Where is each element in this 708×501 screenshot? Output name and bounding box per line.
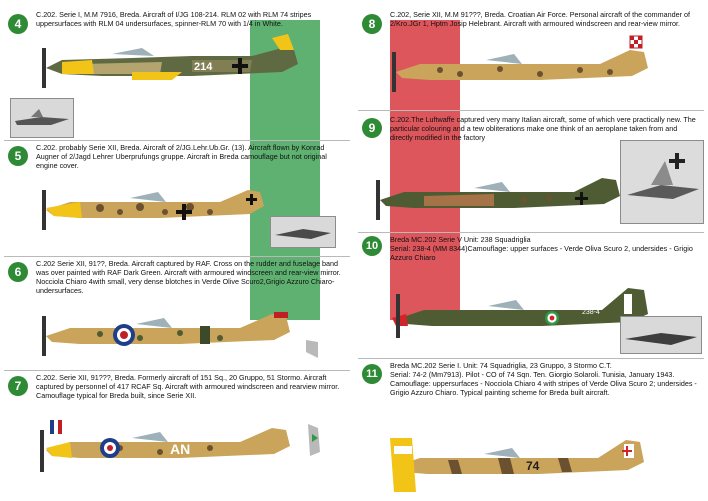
profile-section-9: 9 C.202.The Luftwaffe captured very many… [354, 110, 708, 228]
profile-section-4: 4 C.202. Serie I, M.M 7916, Breda. Aircr… [0, 0, 354, 138]
profile-description: C.202 Serie XII, 91??, Breda. Aircraft c… [36, 259, 341, 295]
section-divider [358, 232, 704, 233]
profile-description: C.202. probably Serie XII, Breda. Aircra… [36, 143, 327, 170]
tail-detail [306, 424, 322, 456]
aircraft-code: 214 [194, 61, 213, 73]
aircraft-profile-8 [390, 34, 662, 100]
left-column: 4 C.202. Serie I, M.M 7916, Breda. Aircr… [0, 0, 354, 501]
profile-section-6: 6 C.202 Serie XII, 91??, Breda. Aircraft… [0, 256, 354, 368]
profile-section-11: 11 Breda MC.202 Serie I. Unit: 74 Squadr… [354, 358, 708, 501]
profile-number-badge: 11 [362, 364, 382, 384]
profile-section-7: 7 C.202. Serie XII, 91???, Breda. Former… [0, 370, 354, 501]
aircraft-code: AN [170, 441, 190, 457]
profile-description: C.202, Serie XII, M.M 91???, Breda. Croa… [390, 10, 691, 28]
profile-number-badge: 8 [362, 14, 382, 34]
profile-description: C.202.The Luftwaffe captured very many I… [390, 115, 696, 142]
archive-photo-5 [270, 216, 336, 248]
aircraft-code: 74 [526, 459, 540, 473]
tail-detail [304, 340, 320, 358]
section-divider [358, 358, 704, 359]
profile-number-badge: 7 [8, 376, 28, 396]
right-column: 8 C.202, Serie XII, M.M 91???, Breda. Cr… [354, 0, 708, 501]
aircraft-profile-7: AN [40, 414, 302, 480]
section-divider [4, 140, 350, 141]
profile-number-badge: 4 [8, 14, 28, 34]
profile-number-badge: 6 [8, 262, 28, 282]
profile-description: C.202. Serie I, M.M 7916, Breda. Aircraf… [36, 10, 312, 28]
archive-photo-4 [10, 98, 74, 138]
aircraft-profile-11: 74 [388, 418, 660, 498]
profile-section-5: 5 C.202. probably Serie XII, Breda. Airc… [0, 140, 354, 250]
profile-description: Breda MC.202 Serie V Unit: 238 Squadrigl… [390, 235, 693, 262]
archive-photo-10 [620, 316, 702, 354]
aircraft-profile-6 [40, 302, 300, 364]
aircraft-profile-10: 238-4 [392, 268, 662, 348]
section-divider [4, 370, 350, 371]
profile-section-10: 10 Breda MC.202 Serie V Unit: 238 Squadr… [354, 232, 708, 356]
section-divider [358, 110, 704, 111]
profile-number-badge: 10 [362, 236, 382, 256]
aircraft-profile-4: 214 [42, 30, 304, 96]
aircraft-profile-9 [374, 166, 624, 228]
aircraft-code: 238-4 [582, 309, 600, 316]
profile-number-badge: 9 [362, 118, 382, 138]
profile-description: Breda MC.202 Serie I. Unit: 74 Squadrigl… [390, 361, 697, 397]
archive-photo-9 [620, 140, 704, 224]
profile-number-badge: 5 [8, 146, 28, 166]
profile-description: C.202. Serie XII, 91???, Breda. Formerly… [36, 373, 340, 400]
section-divider [4, 256, 350, 257]
aircraft-profile-5 [40, 174, 270, 236]
profile-section-8: 8 C.202, Serie XII, M.M 91???, Breda. Cr… [354, 0, 708, 104]
